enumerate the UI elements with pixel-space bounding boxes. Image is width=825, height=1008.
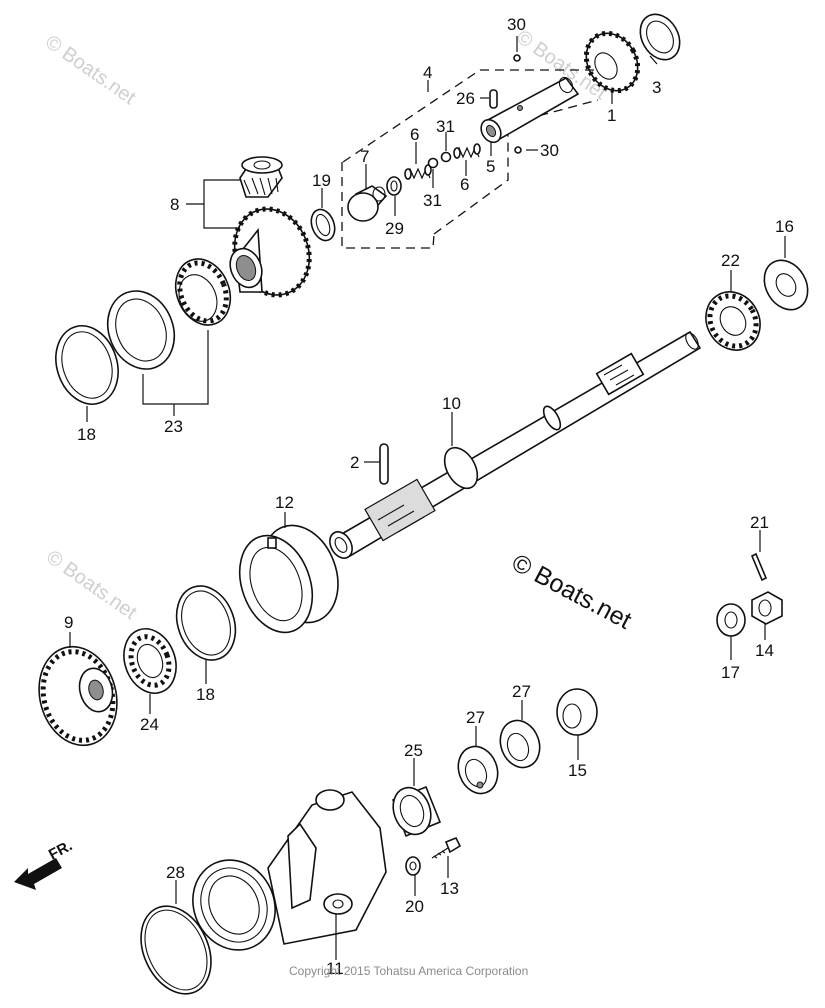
part-14-nut[interactable] [751, 591, 783, 625]
callout-14: 14 [755, 641, 774, 660]
part-23-bearing-race[interactable] [96, 281, 185, 379]
callout-27-left: 27 [466, 708, 485, 727]
part-7-shift-slider[interactable] [347, 185, 388, 222]
callout-15: 15 [568, 761, 587, 780]
callout-4: 4 [423, 63, 432, 82]
part-3-ring[interactable] [632, 7, 687, 67]
part-29-snap-ring[interactable] [386, 176, 402, 196]
callout-11: 11 [326, 959, 344, 978]
part-22-thrust-bearing[interactable] [695, 282, 770, 360]
part-13-bolt[interactable] [431, 836, 462, 859]
callout-27-right: 27 [512, 682, 531, 701]
callout-24: 24 [140, 715, 159, 734]
part-23-roller-bearing[interactable] [166, 251, 240, 334]
watermark-top-left: © Boats.net [41, 31, 140, 109]
callout-13: 13 [440, 879, 459, 898]
callout-10: 10 [442, 394, 461, 413]
callout-16: 16 [775, 217, 794, 236]
watermark-center: © Boats.net [507, 549, 636, 635]
part-6-spring-right[interactable] [453, 143, 481, 159]
callout-30-side: 30 [540, 141, 559, 160]
part-17-washer[interactable] [716, 603, 746, 637]
part-18-shim-lower[interactable] [167, 578, 246, 669]
callout-30-top: 30 [507, 15, 526, 34]
part-26-pin[interactable] [489, 89, 498, 109]
part-19-washer[interactable] [307, 206, 339, 244]
callout-18-lower: 18 [196, 685, 215, 704]
part-12-shift-sleeve[interactable] [227, 515, 351, 643]
part-21-cotter-pin[interactable] [750, 552, 768, 582]
callout-labels: 30 3 1 4 26 31 6 5 30 7 6 31 29 19 8 22 … [64, 15, 794, 978]
part-31-ball-lower[interactable] [427, 157, 439, 169]
callout-8: 8 [170, 195, 179, 214]
part-30-ball-side[interactable] [514, 146, 522, 154]
callout-20: 20 [405, 897, 424, 916]
part-28-o-ring[interactable] [128, 895, 225, 1005]
front-direction-arrow: FR. [14, 837, 75, 890]
part-5-shift-plunger[interactable] [477, 75, 580, 146]
callout-26: 26 [456, 89, 475, 108]
part-20-washer[interactable] [405, 856, 421, 876]
direction-label: FR. [46, 837, 75, 863]
callout-19: 19 [312, 171, 331, 190]
callout-2: 2 [350, 453, 359, 472]
callout-23: 23 [164, 417, 183, 436]
part-10-propeller-shaft[interactable] [325, 330, 702, 562]
part-18-shim-upper[interactable] [46, 318, 128, 413]
callout-22: 22 [721, 251, 740, 270]
callout-3: 3 [652, 78, 661, 97]
callout-29: 29 [385, 219, 404, 238]
callout-18-upper: 18 [77, 425, 96, 444]
callout-6-upper: 6 [410, 125, 419, 144]
part-24-ball-bearing[interactable] [115, 621, 185, 700]
part-2-pin[interactable] [379, 443, 389, 485]
callout-31-lower: 31 [423, 191, 442, 210]
callout-12: 12 [275, 493, 294, 512]
callout-9: 9 [64, 613, 73, 632]
part-6-spring-left[interactable] [404, 164, 432, 180]
part-31-ball-upper[interactable] [440, 151, 452, 163]
callout-31-upper: 31 [436, 117, 455, 136]
callout-5: 5 [486, 157, 495, 176]
copyright-notice: Copyright 2015 Tohatsu America Corporati… [289, 964, 528, 978]
callout-25: 25 [404, 741, 423, 760]
part-4-assembly-bracket [341, 69, 599, 249]
part-27-oil-seal-right[interactable] [494, 715, 546, 773]
part-15-oil-seal[interactable] [556, 688, 598, 736]
part-11-propeller-shaft-housing[interactable] [178, 789, 387, 964]
part-25-needle-bearing[interactable] [387, 782, 442, 839]
part-1-clutch-dog[interactable] [576, 24, 648, 100]
leader-lines [69, 36, 786, 960]
part-8-reverse-gear[interactable] [222, 198, 322, 307]
callout-7: 7 [360, 147, 369, 166]
callout-17: 17 [721, 663, 740, 682]
part-30-ball-top[interactable] [513, 54, 521, 62]
callout-1: 1 [607, 106, 616, 125]
callout-28: 28 [166, 863, 185, 882]
callout-6-lower: 6 [460, 175, 469, 194]
watermark-mid-left: © Boats.net [42, 546, 141, 624]
part-27-oil-seal-left[interactable] [452, 741, 504, 799]
part-8-pinion-gear[interactable] [239, 156, 283, 198]
part-16-thrust-washer[interactable] [756, 252, 817, 317]
callout-21: 21 [750, 513, 769, 532]
part-9-forward-gear[interactable] [28, 638, 127, 754]
